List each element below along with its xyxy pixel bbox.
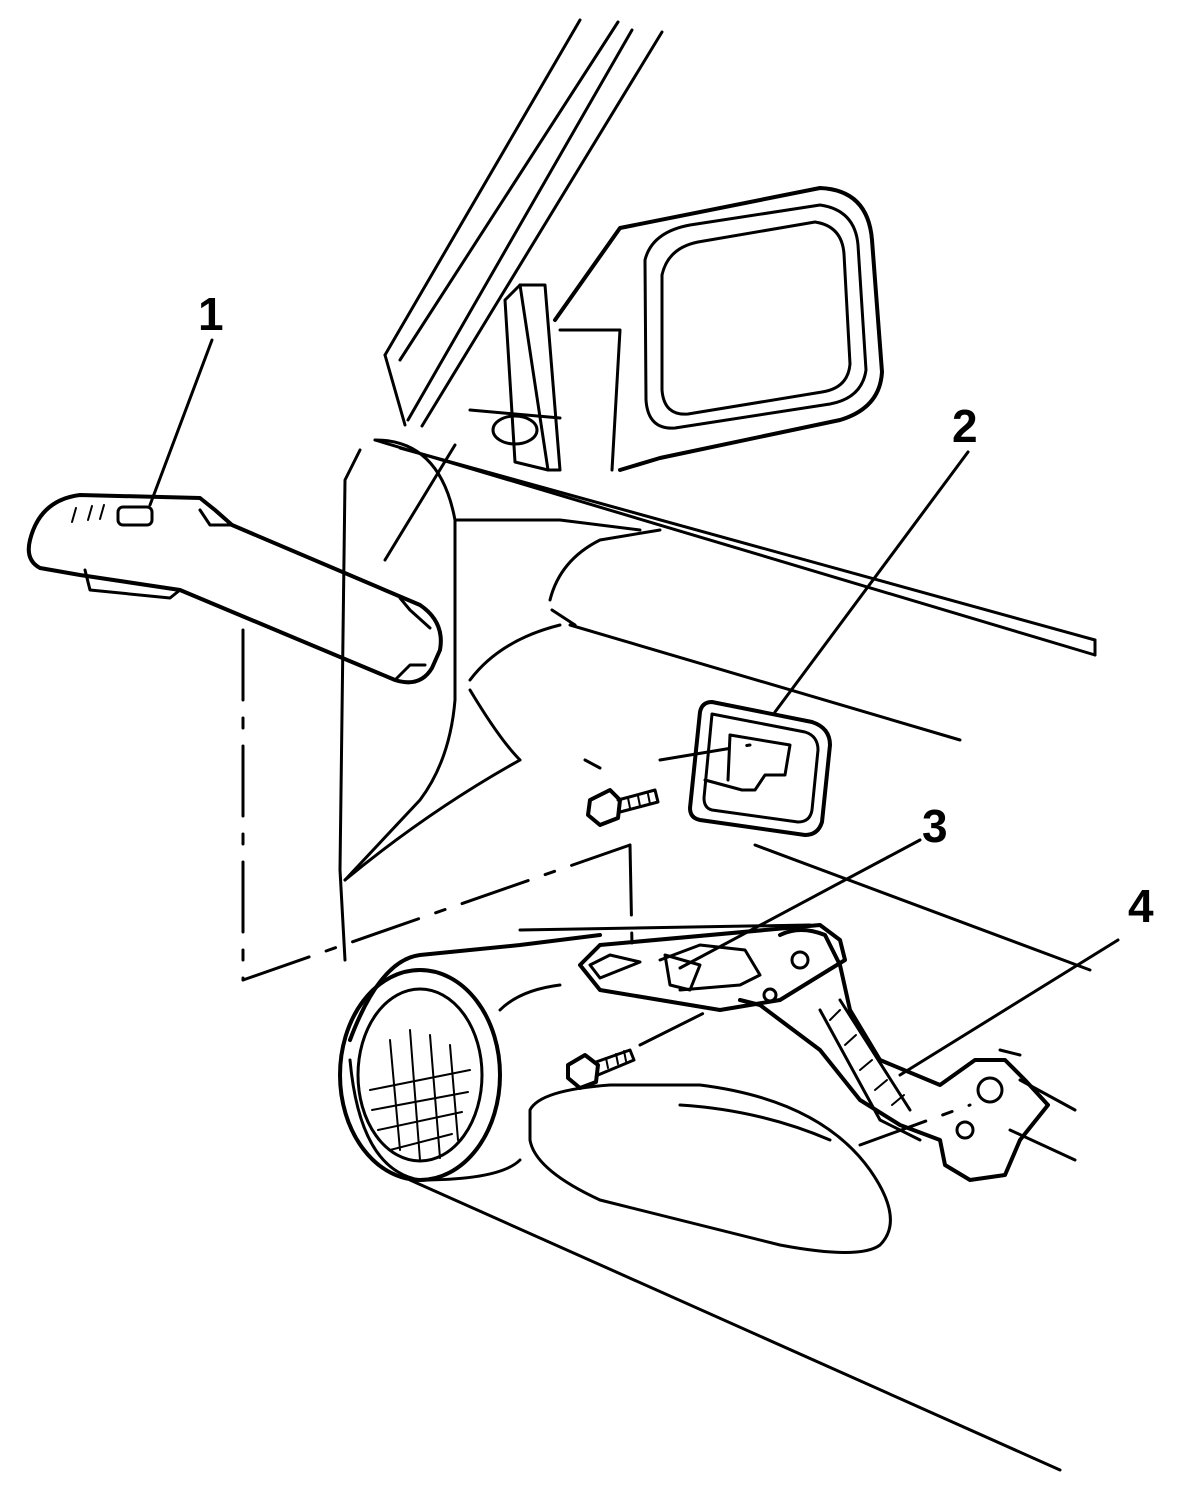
- window-frame: [383, 18, 664, 562]
- side-mirror: [468, 186, 884, 472]
- bracket-screw: [566, 1008, 712, 1090]
- callout-1-label: 1: [198, 288, 224, 340]
- pull-handle: [26, 493, 443, 685]
- door-lower-panel: [408, 843, 1092, 1472]
- callout-4-label: 4: [1128, 880, 1154, 932]
- callout-3-leader: [678, 838, 922, 970]
- handle-bezel: [688, 700, 832, 837]
- callout-3-label: 3: [922, 800, 948, 852]
- callout-2-label: 2: [952, 400, 978, 452]
- callout-leaders: [148, 338, 1120, 1077]
- callout-2-leader: [773, 450, 970, 714]
- speaker-grille: [338, 933, 602, 1182]
- armrest-reinforcement: [738, 928, 1077, 1182]
- alignment-lines: [241, 628, 634, 982]
- callout-4-leader: [898, 938, 1120, 1077]
- door-upper-panel: [338, 438, 1097, 962]
- bezel-screw: [583, 743, 752, 827]
- armrest-pocket: [498, 983, 892, 1254]
- callout-1-leader: [148, 338, 214, 507]
- armrest-bracket: [578, 923, 847, 1012]
